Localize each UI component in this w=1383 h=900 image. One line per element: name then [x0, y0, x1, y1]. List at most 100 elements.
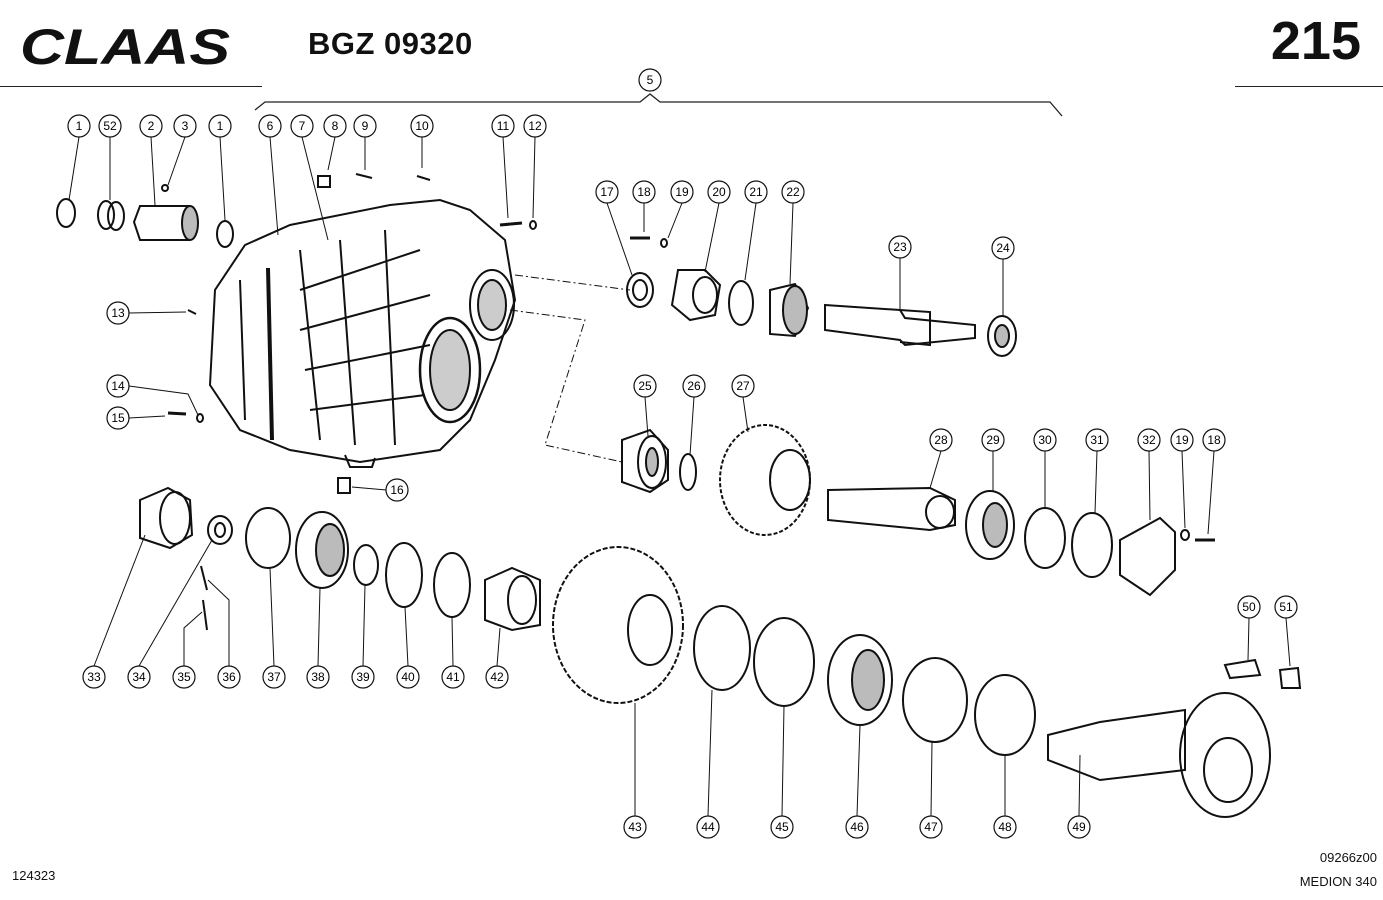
middle-shaft-parts — [621, 424, 1215, 597]
callout-8: 8 — [323, 114, 347, 171]
callout-30: 30 — [1033, 428, 1057, 508]
callout-33: 33 — [82, 534, 146, 689]
callout-24: 24 — [991, 236, 1015, 316]
callout-40-label: 40 — [401, 670, 415, 684]
callout-50-label: 50 — [1242, 600, 1256, 614]
header-rule-left — [0, 86, 262, 87]
callout-3-label: 3 — [182, 119, 189, 133]
callout-3: 3 — [167, 114, 197, 186]
callout-31-label: 31 — [1090, 433, 1104, 447]
callout-14-label: 14 — [111, 379, 125, 393]
callout-52-label: 52 — [103, 119, 117, 133]
callout-42: 42 — [485, 627, 509, 689]
callout-12-label: 12 — [528, 119, 542, 133]
claas-logo: CLAAS — [20, 22, 230, 70]
callout-20: 20 — [704, 180, 731, 273]
callout-38-label: 38 — [311, 670, 325, 684]
callout-18b-label: 18 — [1207, 433, 1221, 447]
callout-28-label: 28 — [934, 433, 948, 447]
callout-34-label: 34 — [132, 670, 146, 684]
callout-2-label: 2 — [148, 119, 155, 133]
callout-1b: 1 — [208, 114, 232, 221]
callout-25-label: 25 — [638, 379, 652, 393]
callout-19a: 19 — [667, 180, 694, 239]
callout-19b-label: 19 — [1175, 433, 1189, 447]
callout-51-label: 51 — [1279, 600, 1293, 614]
callout-36-label: 36 — [222, 670, 236, 684]
callout-37: 37 — [262, 567, 286, 689]
svg-text:CLAAS: CLAAS — [20, 22, 230, 70]
callout-7-label: 7 — [299, 119, 306, 133]
callout-43: 43 — [623, 703, 647, 839]
callout-42-label: 42 — [490, 670, 504, 684]
callout-51: 51 — [1274, 595, 1298, 667]
callout-15-label: 15 — [111, 411, 125, 425]
callout-8-label: 8 — [332, 119, 339, 133]
callout-22: 22 — [781, 180, 805, 285]
callout-6-label: 6 — [267, 119, 274, 133]
callout-26-label: 26 — [687, 379, 701, 393]
callout-16: 16 — [351, 478, 409, 502]
callout-13-label: 13 — [111, 306, 125, 320]
callout-15: 15 — [106, 406, 166, 430]
callout-21: 21 — [744, 180, 768, 281]
callout-10: 10 — [410, 114, 434, 168]
callout-39-label: 39 — [356, 670, 370, 684]
callout-44: 44 — [696, 689, 720, 839]
machine-model: MEDION 340 — [1299, 874, 1377, 889]
page-number: 215 — [1270, 11, 1361, 71]
callout-23-label: 23 — [893, 240, 907, 254]
callout-44-label: 44 — [701, 820, 715, 834]
callout-17-label: 17 — [600, 185, 614, 199]
callout-5-label: 5 — [647, 73, 654, 87]
callout-47: 47 — [919, 741, 943, 839]
callout-29-label: 29 — [986, 433, 1000, 447]
callout-18b: 18 — [1202, 428, 1226, 535]
callout-18a: 18 — [632, 180, 656, 232]
callout-16-label: 16 — [390, 483, 404, 497]
lower-shaft-parts — [139, 486, 1302, 818]
sheet-reference: 124323 — [12, 868, 56, 883]
callout-34: 34 — [127, 539, 213, 689]
callout-45: 45 — [770, 705, 794, 839]
callout-31: 31 — [1085, 428, 1109, 514]
callout-14: 14 — [106, 374, 199, 416]
callout-5: 5 — [638, 68, 662, 92]
callout-35: 35 — [172, 611, 203, 689]
callout-1a-label: 1 — [76, 119, 83, 133]
callout-32-label: 32 — [1142, 433, 1156, 447]
upper-shaft-parts — [626, 236, 1017, 357]
callout-20-label: 20 — [712, 185, 726, 199]
callout-30-label: 30 — [1038, 433, 1052, 447]
callout-46: 46 — [845, 724, 869, 839]
callout-46-label: 46 — [850, 820, 864, 834]
callout-19b: 19 — [1170, 428, 1194, 529]
callout-39: 39 — [351, 584, 375, 689]
callout-49-label: 49 — [1072, 820, 1086, 834]
callout-6: 6 — [258, 114, 282, 236]
callout-43-label: 43 — [628, 820, 642, 834]
callout-49: 49 — [1067, 754, 1091, 839]
callout-1a: 1 — [67, 114, 91, 201]
callout-21-label: 21 — [749, 185, 763, 199]
callout-32: 32 — [1137, 428, 1161, 521]
part-callouts: 5 1 52 2 3 1 6 7 8 9 10 11 12 13 14 15 1… — [67, 68, 1298, 839]
callout-40: 40 — [396, 606, 420, 689]
drawing-title: BGZ 09320 — [308, 26, 473, 61]
callout-27: 27 — [731, 374, 755, 433]
callout-18a-label: 18 — [637, 185, 651, 199]
callout-19a-label: 19 — [675, 185, 689, 199]
callout-50: 50 — [1237, 595, 1261, 661]
callout-45-label: 45 — [775, 820, 789, 834]
callout-25: 25 — [633, 374, 657, 437]
callout-35-label: 35 — [177, 670, 191, 684]
callout-36: 36 — [207, 579, 241, 689]
image-code: 09266z00 — [1319, 850, 1377, 865]
assembly-bracket-5 — [254, 93, 1063, 117]
callout-27-label: 27 — [736, 379, 750, 393]
callout-26: 26 — [682, 374, 706, 456]
callout-48: 48 — [993, 755, 1017, 839]
callout-41-label: 41 — [446, 670, 460, 684]
callout-38: 38 — [306, 587, 330, 689]
